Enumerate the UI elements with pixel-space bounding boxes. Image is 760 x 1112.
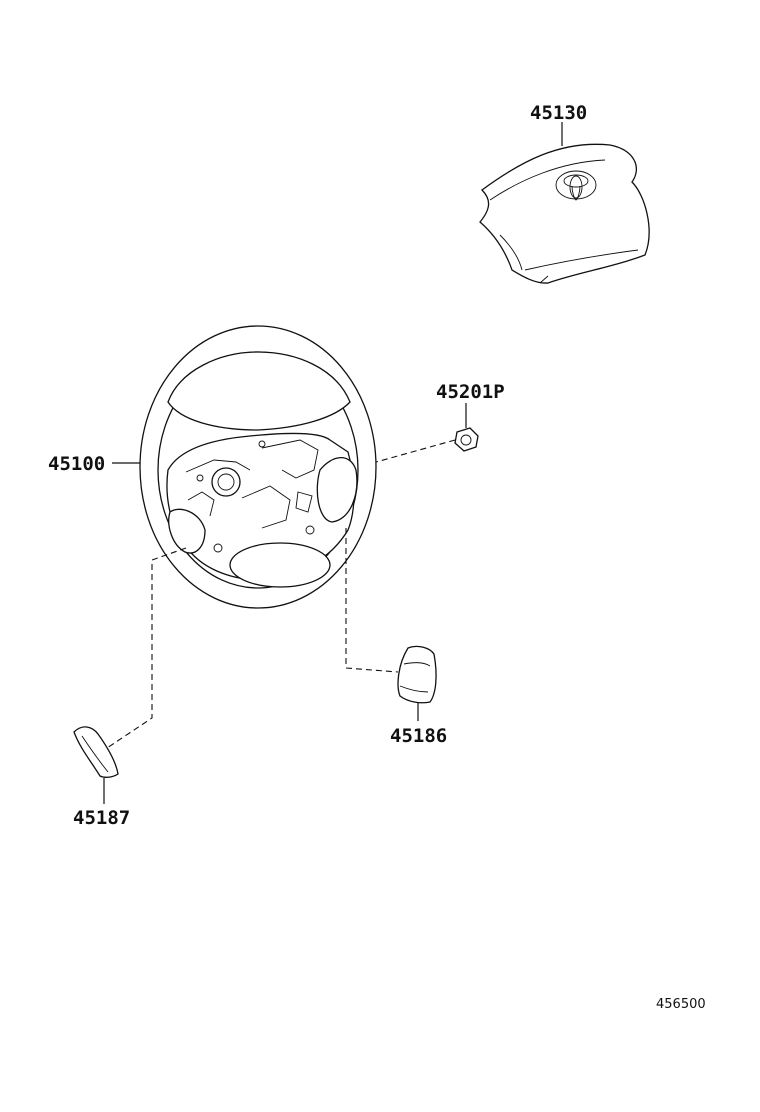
airbag-cover[interactable]	[479, 143, 650, 284]
label-45186: 45186	[390, 725, 447, 747]
drawing-reference-number: 456500	[656, 997, 706, 1012]
nut[interactable]	[454, 427, 479, 452]
label-45130: 45130	[530, 102, 587, 124]
label-45100: 45100	[48, 453, 105, 475]
cover-45187[interactable]	[73, 726, 119, 778]
label-45201p: 45201P	[436, 381, 505, 403]
label-45187: 45187	[73, 807, 130, 829]
cover-45186[interactable]	[397, 645, 437, 704]
steering-wheel[interactable]	[139, 325, 377, 609]
toyota-emblem-icon	[555, 170, 597, 201]
